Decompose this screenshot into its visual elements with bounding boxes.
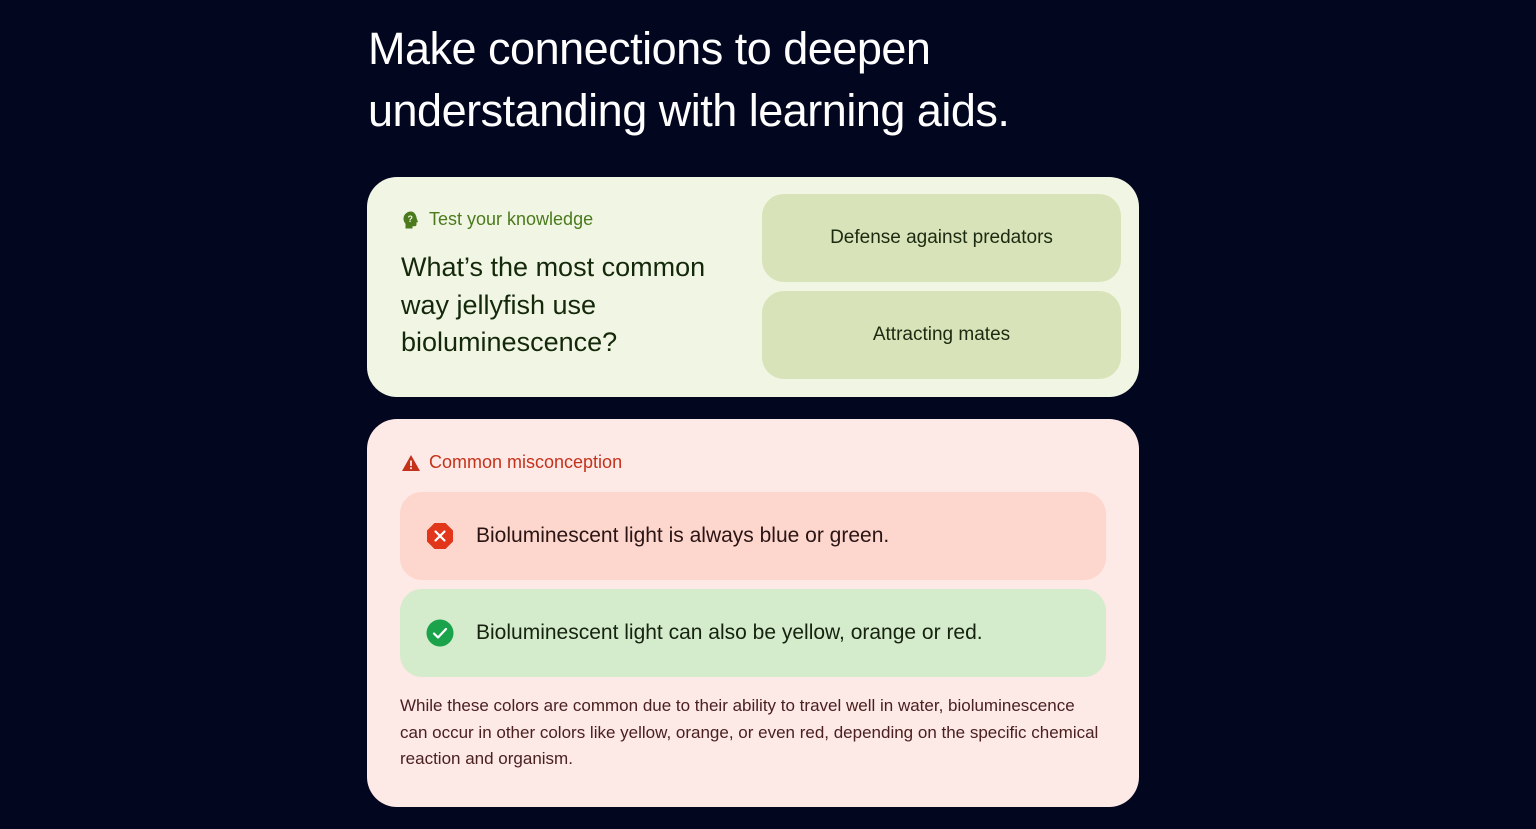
quiz-question: What’s the most common way jellyfish use…	[401, 252, 706, 357]
answer-option-mates[interactable]: Attracting mates	[762, 291, 1121, 379]
misconception-right-text: Bioluminescent light can also be yellow,…	[476, 621, 983, 644]
misconception-wrong-row: Bioluminescent light is always blue or g…	[400, 492, 1106, 580]
page-headline: Make connections to deepen understanding…	[368, 23, 1010, 136]
misconception-description: While these colors are common due to the…	[400, 696, 1099, 768]
misconception-right-row: Bioluminescent light can also be yellow,…	[400, 589, 1106, 677]
answer-option-defense[interactable]: Defense against predators	[762, 194, 1121, 282]
quiz-label: ? Test your knowledge	[401, 209, 593, 230]
quiz-label-text: Test your knowledge	[429, 209, 594, 229]
misconception-card: Common misconception Bioluminescent ligh…	[367, 419, 1139, 807]
help-head-icon: ?	[401, 210, 421, 230]
misconception-label-text: Common misconception	[429, 452, 623, 472]
misconception-label: Common misconception	[401, 452, 622, 473]
stop-x-icon	[426, 522, 454, 550]
misconception-wrong-text: Bioluminescent light is always blue or g…	[476, 524, 890, 547]
svg-text:?: ?	[408, 214, 414, 224]
test-knowledge-card: ? Test your knowledge What’s the most co…	[367, 177, 1139, 397]
check-circle-icon	[426, 619, 454, 647]
warning-triangle-icon	[401, 454, 421, 472]
